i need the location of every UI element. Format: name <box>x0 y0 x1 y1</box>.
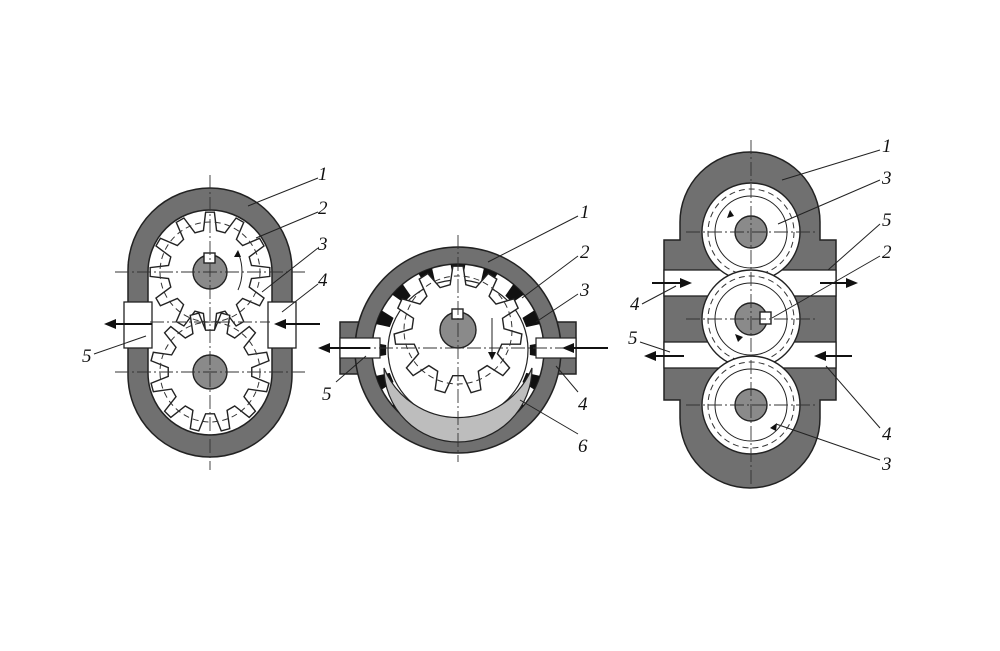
inlet-flow-arrowhead <box>274 319 286 329</box>
ring-tooth <box>505 284 524 303</box>
upper-inlet-flow-arrowhead <box>680 278 692 288</box>
ring-tooth <box>376 310 394 328</box>
lower-inlet-flow-arrowhead <box>814 351 826 361</box>
pinion-shaft-key <box>451 308 464 320</box>
label-4: 4 <box>318 270 328 291</box>
label-5: 5 <box>82 346 92 367</box>
label-2: 2 <box>882 242 892 263</box>
label-4-left: 4 <box>630 294 640 315</box>
three-gear-pump-figure: 1 3 5 2 4 5 4 3 <box>628 136 892 489</box>
leader-5-left <box>639 341 671 353</box>
leader-2 <box>521 255 579 299</box>
label-3-top: 3 <box>881 168 892 189</box>
inlet-flow-arrowhead <box>562 343 574 353</box>
leader-1 <box>487 215 579 263</box>
outlet-flow-arrowhead <box>318 343 330 353</box>
lower-outlet-flow-arrowhead <box>644 351 656 361</box>
leader-6 <box>519 399 579 435</box>
rotation-arrowhead-middle <box>735 334 743 342</box>
label-2: 2 <box>318 198 328 219</box>
rotation-arrowhead-top <box>727 210 734 218</box>
leader-2 <box>255 211 319 239</box>
label-3-bottom: 3 <box>881 454 892 475</box>
leader-3-bottom <box>775 423 881 461</box>
label-4: 4 <box>578 394 588 415</box>
ring-tooth <box>522 310 540 328</box>
label-4-right: 4 <box>882 424 892 445</box>
external-gear-pump-figure: 1 2 3 4 5 <box>82 164 328 470</box>
upper-outlet-flow-arrowhead <box>846 278 858 288</box>
label-2: 2 <box>580 242 590 263</box>
label-3: 3 <box>579 280 590 301</box>
rotation-arrowhead <box>488 352 496 360</box>
ring-tooth <box>392 284 411 303</box>
label-1: 1 <box>580 202 590 223</box>
label-6: 6 <box>578 436 588 457</box>
label-1: 1 <box>318 164 328 185</box>
leader-4 <box>555 365 579 393</box>
internal-gear-pump-figure: 1 2 3 4 5 6 <box>318 202 608 462</box>
crescent-separator <box>383 367 533 443</box>
leader-4-right <box>825 365 881 429</box>
rotation-arrowhead-upper <box>234 250 241 257</box>
leader-4-left <box>641 285 677 305</box>
label-5-left: 5 <box>628 328 638 349</box>
leader-1 <box>781 149 881 181</box>
outlet-flow-arrowhead <box>104 319 116 329</box>
leader-4 <box>281 283 319 313</box>
leader-1 <box>247 177 319 207</box>
label-1: 1 <box>882 136 892 157</box>
leader-5-right <box>827 223 881 271</box>
upper-shaft-key <box>203 252 216 264</box>
leader-2 <box>771 255 881 319</box>
leader-3-top <box>777 179 881 225</box>
label-5-right: 5 <box>882 210 892 231</box>
rotation-arrowhead-bottom <box>770 423 777 431</box>
leader-5 <box>335 355 367 383</box>
middle-shaft-key <box>759 311 772 325</box>
leader-3 <box>535 293 579 323</box>
label-5: 5 <box>322 384 332 405</box>
leader-3 <box>261 247 319 293</box>
label-3: 3 <box>317 234 328 255</box>
leader-5 <box>93 335 147 355</box>
